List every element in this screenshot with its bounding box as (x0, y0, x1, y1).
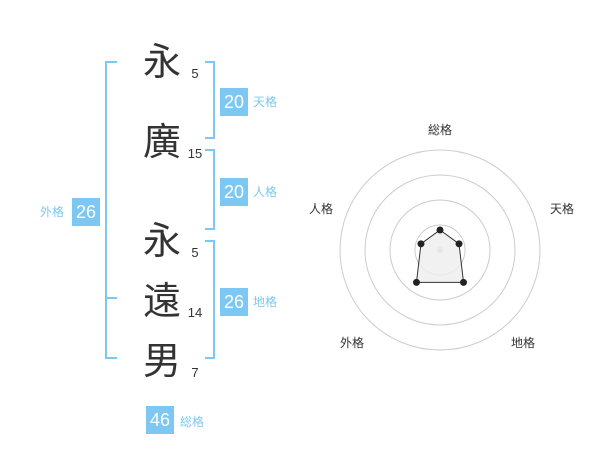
chikaku-label: 地格 (253, 295, 278, 309)
stroke-count-1: 5 (191, 66, 199, 81)
radar-axis-label-tenkaku: 天格 (550, 202, 575, 216)
radar-ring-2 (389, 199, 491, 301)
chikaku-bracket (205, 240, 215, 359)
radar-point-4 (412, 278, 420, 286)
stroke-count-3: 5 (191, 245, 199, 260)
tenkaku-value: 20 (220, 88, 248, 116)
jinkaku-value: 20 (220, 178, 248, 206)
stroke-count-2: 15 (187, 146, 203, 161)
radar-axis-label-soukaku: 総格 (428, 123, 453, 137)
name-char-3: 永 (142, 219, 181, 263)
radar-axis-label-gaikaku: 外格 (340, 336, 365, 350)
radar-point-5 (417, 240, 425, 248)
jinkaku-label: 人格 (253, 185, 278, 199)
name-char-1: 永 (142, 40, 181, 84)
radar-ring-4 (339, 149, 541, 351)
radar-polygon (415, 229, 465, 283)
radar-point-3 (460, 278, 468, 286)
gaikaku-label: 外格 (40, 205, 65, 219)
stroke-count-4: 14 (187, 305, 203, 320)
soukaku-label: 総格 (180, 415, 205, 429)
radar-point-2 (455, 240, 463, 248)
radar-point-1 (436, 226, 444, 234)
chikaku-value: 26 (220, 288, 248, 316)
gaikaku-bracket (105, 61, 117, 359)
tenkaku-label: 天格 (253, 95, 278, 109)
name-char-5: 男 (142, 339, 181, 383)
name-char-4: 遠 (142, 279, 181, 323)
stroke-count-5: 7 (191, 365, 199, 380)
gaikaku-value: 26 (72, 198, 100, 226)
radar-axis-label-jinkaku: 人格 (309, 202, 334, 216)
name-char-2: 廣 (142, 120, 181, 164)
radar-ring-3 (364, 174, 516, 326)
tenkaku-bracket (205, 61, 215, 139)
radar-axis-label-chikaku: 地格 (511, 336, 536, 350)
soukaku-value: 46 (146, 406, 174, 434)
jinkaku-bracket (205, 149, 215, 230)
